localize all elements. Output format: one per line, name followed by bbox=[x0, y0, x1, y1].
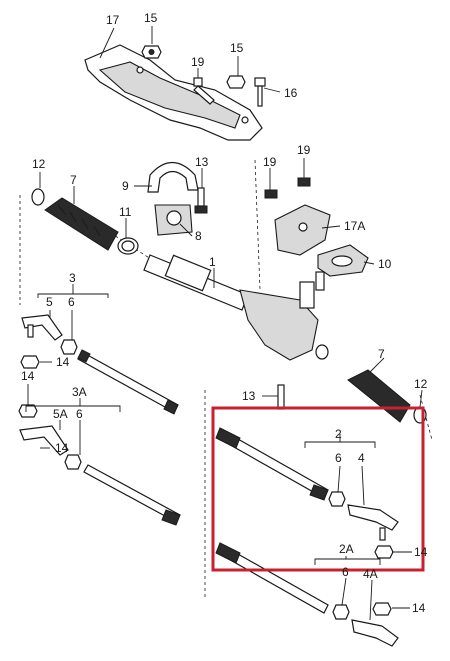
group-brackets bbox=[25, 293, 381, 565]
mount-pad bbox=[317, 244, 369, 277]
nut-14-left-lower bbox=[18, 404, 38, 418]
nut-15-top bbox=[141, 45, 162, 59]
callout-6-bottom: 6 bbox=[342, 565, 349, 579]
callout-5a: 5A bbox=[53, 407, 68, 421]
boot-right bbox=[347, 369, 411, 423]
inner-tie-rod-3a bbox=[83, 464, 181, 526]
outer-tie-rod-end-4a bbox=[351, 619, 399, 647]
callout-10: 10 bbox=[378, 257, 392, 271]
callout-2: 2 bbox=[335, 427, 342, 441]
outer-tie-rod-end-5a bbox=[19, 425, 69, 456]
bolt-19-right bbox=[264, 177, 311, 199]
outer-tie-rod-end-4 bbox=[347, 504, 399, 541]
callout-7-left: 7 bbox=[70, 173, 77, 187]
callout-1: 1 bbox=[209, 255, 216, 269]
clamp-bracket bbox=[147, 161, 199, 193]
callout-9: 9 bbox=[122, 179, 129, 193]
rack-housing bbox=[143, 254, 329, 361]
callout-12-left: 12 bbox=[32, 157, 46, 171]
highlight-frame bbox=[211, 406, 425, 572]
bolt-13-mid bbox=[277, 384, 285, 410]
inner-tie-rod-3 bbox=[77, 349, 179, 415]
callout-3a: 3A bbox=[72, 385, 87, 399]
callout-19-mid: 19 bbox=[263, 155, 277, 169]
callout-8: 8 bbox=[195, 229, 202, 243]
nut-14-highlight bbox=[374, 545, 394, 559]
jam-nut-6-left bbox=[60, 339, 78, 355]
callout-17a: 17A bbox=[344, 219, 365, 233]
nut-14-bottom bbox=[372, 602, 392, 616]
callout-15-right: 15 bbox=[230, 41, 244, 55]
clamp-ring-left bbox=[31, 188, 45, 206]
inner-tie-rod-2a bbox=[215, 542, 329, 614]
callout-15-top: 15 bbox=[144, 11, 158, 25]
jam-nut-6-highlight bbox=[328, 491, 346, 507]
rubber-bushing bbox=[154, 204, 193, 236]
callout-6-highlight: 6 bbox=[335, 451, 342, 465]
bolt-19-top bbox=[193, 77, 215, 105]
leader-lines bbox=[27, 26, 423, 621]
callout-4a: 4A bbox=[363, 567, 378, 581]
bolt-13-top bbox=[194, 187, 208, 214]
outer-tie-rod-end-5 bbox=[21, 314, 63, 341]
callout-13-mid: 13 bbox=[242, 389, 256, 403]
callout-17: 17 bbox=[106, 13, 120, 27]
inner-tie-rod-2 bbox=[215, 427, 329, 501]
callout-14-left-bottom: 14 bbox=[55, 441, 69, 455]
callout-3: 3 bbox=[69, 271, 76, 285]
callout-5: 5 bbox=[46, 295, 53, 309]
callout-7-right: 7 bbox=[378, 347, 385, 361]
jam-nut-6-bottom bbox=[332, 604, 350, 620]
boot-clamp bbox=[117, 237, 139, 255]
jam-nut-6-left-lower bbox=[64, 454, 82, 470]
callout-6-left: 6 bbox=[68, 295, 75, 309]
callout-14-highlight: 14 bbox=[414, 545, 428, 559]
callout-19-right: 19 bbox=[297, 143, 311, 157]
callout-14-left: 14 bbox=[56, 355, 70, 369]
heat-shield bbox=[84, 44, 263, 141]
callout-11: 11 bbox=[119, 205, 132, 219]
bolt-16 bbox=[254, 77, 266, 107]
callout-14-bottom: 14 bbox=[412, 601, 426, 615]
callout-13-top: 13 bbox=[195, 155, 209, 169]
mount-bracket bbox=[274, 204, 331, 256]
nut-14-left bbox=[20, 355, 40, 369]
callout-4: 4 bbox=[358, 451, 365, 465]
callout-labels: 17 15 19 15 16 12 7 9 13 19 19 11 8 17A … bbox=[21, 11, 428, 615]
nut-15-right bbox=[226, 75, 246, 89]
callout-6-left-lower: 6 bbox=[76, 407, 83, 421]
callout-12-right: 12 bbox=[414, 377, 428, 391]
callout-14-left-lower: 14 bbox=[21, 369, 35, 383]
callout-2a: 2A bbox=[339, 542, 354, 556]
callout-16: 16 bbox=[284, 86, 298, 100]
boot-left bbox=[44, 197, 119, 251]
callout-19-top: 19 bbox=[191, 55, 205, 69]
